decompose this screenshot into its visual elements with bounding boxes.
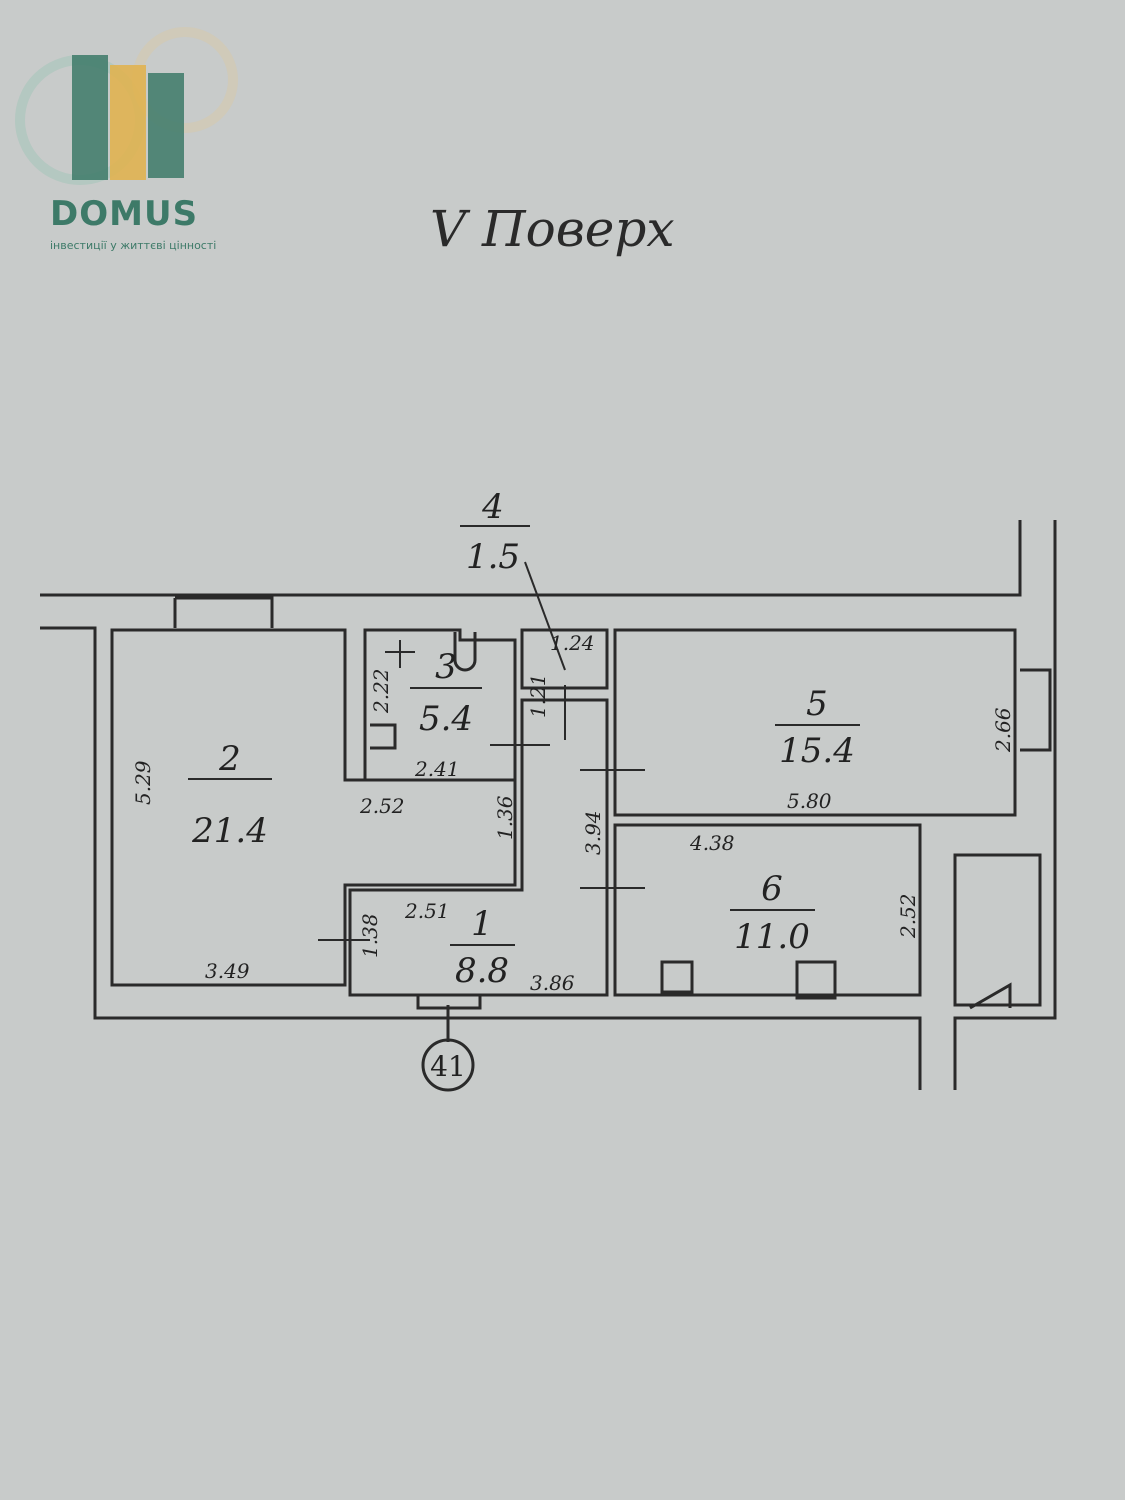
room-1-number: 1 [471,904,493,944]
floor-title: V Поверх [430,200,675,258]
room-6-outline [613,823,922,997]
room-3-number: 3 [435,647,457,687]
dim-2-41: 2.41 [414,757,460,781]
logo-tagline: інвестиції у життєві цінності [50,239,217,252]
room-6-number: 6 [761,869,783,909]
stove-icon [795,960,837,1000]
room-5-number: 5 [806,684,828,724]
light-icon [385,640,415,668]
window-top [173,596,274,628]
axis-marker-label: 41 [430,1050,466,1083]
dim-5-80: 5.80 [787,789,832,813]
balcony-outline [953,853,1042,1007]
outer-wall [40,520,1057,1090]
room-2-outline [110,628,517,987]
dim-2-52-kitchen: 2.52 [896,893,920,939]
room-3-area: 5.4 [419,699,473,739]
logo-name: DOMUS [50,194,199,234]
dim-1-38: 1.38 [358,913,382,958]
room-6-area: 11.0 [734,917,810,957]
domus-logo: DOMUS інвестиції у життєві цінності [10,25,240,252]
dim-2-22: 2.22 [369,668,393,714]
dim-1-21: 1.21 [526,673,550,718]
dim-1-36: 1.36 [493,795,517,840]
room-4-outline [520,628,609,690]
dim-2-66: 2.66 [991,707,1015,753]
dim-3-94: 3.94 [581,810,605,855]
window-right [1020,668,1052,752]
axis-marker-circle [421,1038,475,1092]
washbasin-icon [370,723,397,750]
room-1-outline [348,698,609,997]
room-4-number: 4 [481,487,504,527]
building-logo-icon [15,27,238,185]
toilet-icon [453,632,477,672]
dim-room2-width: 3.49 [205,959,250,983]
sink-icon [660,960,694,994]
balcony-stair [969,982,1012,1010]
room-4-area: 1.5 [466,537,520,577]
room-1-area: 8.8 [455,951,509,991]
dim-2-51: 2.51 [404,899,450,923]
room-3-outline [363,628,517,782]
room-5-outline [613,628,1017,817]
dim-room2-height: 5.29 [131,760,155,805]
door-marks [318,685,645,941]
dim-4-38: 4.38 [689,831,735,855]
room-2-number: 2 [218,739,241,779]
dim-3-86: 3.86 [530,971,575,995]
room-4-leader [524,561,566,671]
room-5-area: 15.4 [779,731,855,771]
room-2-area: 21.4 [191,811,268,851]
dim-1-24: 1.24 [550,631,595,655]
dim-2-52: 2.52 [359,794,405,818]
